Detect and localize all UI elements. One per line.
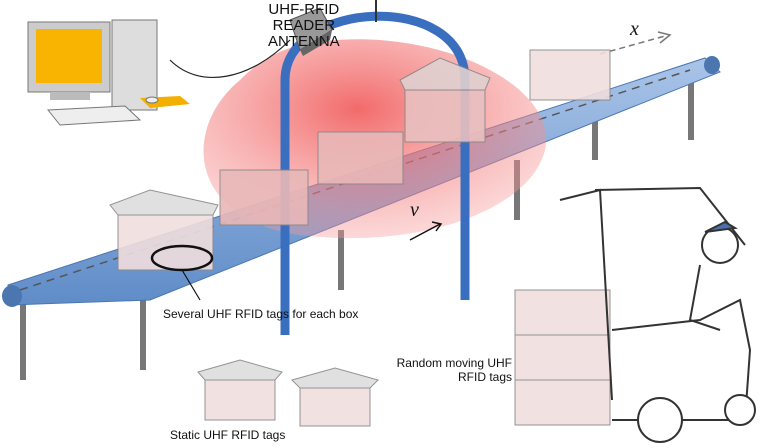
antenna-label: UHF-RFID READER ANTENNA [268,2,340,50]
moving-tags-line2: RFID tags [457,370,512,384]
antenna-label-line3: ANTENNA [268,33,340,50]
forklift-icon [559,186,756,443]
boxes [109,49,611,427]
moving-tags-label: Random moving UHF RFID tags [380,356,512,384]
x-axis-label: x [630,18,639,40]
velocity-arrow [409,221,443,241]
antenna-label-line1: UHF-RFID [268,1,340,18]
moving-tags-line1: Random moving UHF [396,356,512,370]
velocity-label: v [410,199,419,221]
box-tags-label: Several UHF RFID tags for each box [163,307,359,321]
antenna-label-line2: READER [272,17,336,34]
static-tags-label: Static UHF RFID tags [170,428,286,442]
computer-icon [27,19,190,126]
antenna-icon [169,7,333,79]
